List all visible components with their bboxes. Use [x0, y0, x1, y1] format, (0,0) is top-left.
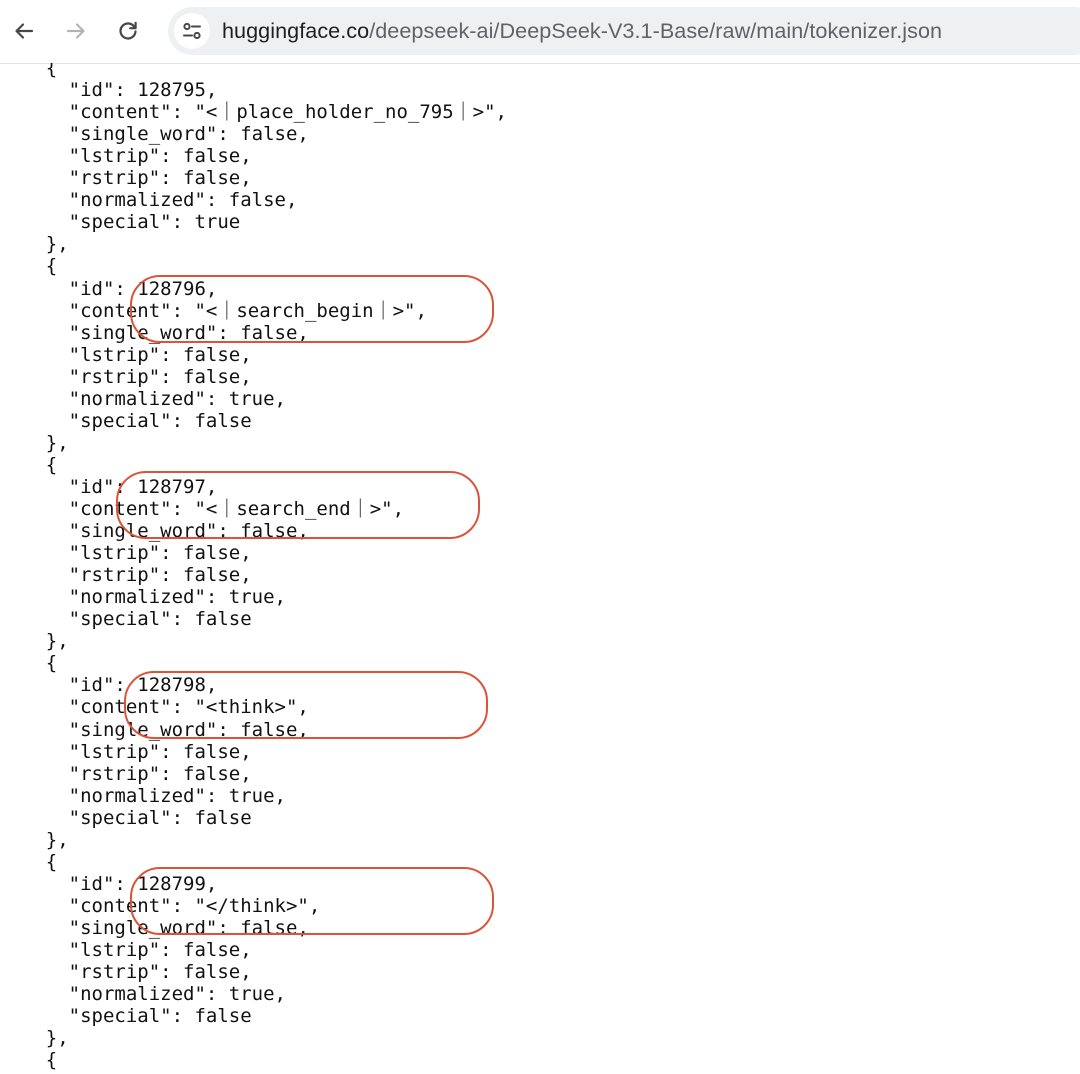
- json-line: "normalized": true,: [0, 387, 286, 410]
- json-line: "id": 128797,: [0, 475, 218, 498]
- json-line: "single_word": false,: [0, 321, 309, 344]
- json-line: {: [0, 63, 58, 79]
- json-line: "rstrip": false,: [0, 762, 252, 785]
- json-line: "content": "<｜search_begin｜>",: [0, 299, 427, 322]
- json-line: },: [0, 233, 69, 256]
- json-line: "single_word": false,: [0, 916, 309, 939]
- json-line: {: [0, 1049, 58, 1072]
- json-line: {: [0, 255, 58, 278]
- json-line: "lstrip": false,: [0, 939, 252, 961]
- reload-button[interactable]: [106, 9, 150, 53]
- json-line: "single_word": false,: [0, 718, 309, 741]
- json-line: "normalized": false,: [0, 189, 298, 212]
- arrow-left-icon: [15, 23, 34, 39]
- url-text[interactable]: huggingface.co/deepseek-ai/DeepSeek-V3.1…: [222, 7, 942, 55]
- json-line: "content": "<｜place_holder_no_795｜>",: [0, 101, 507, 124]
- json-line: "special": false: [0, 608, 252, 631]
- json-line: {: [0, 652, 58, 675]
- json-line: "id": 128798,: [0, 674, 218, 697]
- json-line: "content": "</think>",: [0, 894, 321, 917]
- json-line: "id": 128799,: [0, 872, 218, 895]
- address-bar[interactable]: huggingface.co/deepseek-ai/DeepSeek-V3.1…: [168, 7, 1080, 55]
- json-line: "normalized": true,: [0, 784, 286, 807]
- json-line: "lstrip": false,: [0, 145, 252, 168]
- json-line: "special": false: [0, 1005, 252, 1028]
- back-button[interactable]: [2, 9, 46, 53]
- json-line: "lstrip": false,: [0, 740, 252, 763]
- json-line: "special": true: [0, 211, 241, 234]
- json-line: "content": "<think>",: [0, 696, 309, 719]
- json-line: "content": "<｜search_end｜>",: [0, 498, 405, 520]
- json-line: "rstrip": false,: [0, 167, 252, 190]
- json-line: {: [0, 850, 58, 873]
- reload-icon: [119, 21, 137, 40]
- tune-icon: [183, 22, 201, 40]
- url-path: /deepseek-ai/DeepSeek-V3.1-Base/raw/main…: [369, 18, 943, 43]
- arrow-right-icon: [66, 23, 85, 39]
- json-line: "rstrip": false,: [0, 564, 252, 587]
- json-line: "normalized": true,: [0, 983, 286, 1006]
- json-line: "lstrip": false,: [0, 343, 252, 366]
- raw-json-view: { "id": 128795, "content": "<｜place_hold…: [0, 63, 1080, 1074]
- json-line: "id": 128795,: [0, 79, 218, 102]
- json-line: },: [0, 630, 69, 653]
- json-line: "special": false: [0, 409, 252, 432]
- json-line: "rstrip": false,: [0, 365, 252, 388]
- json-line: "id": 128796,: [0, 277, 218, 300]
- browser-toolbar: huggingface.co/deepseek-ai/DeepSeek-V3.1…: [0, 0, 1080, 64]
- json-line: "special": false: [0, 806, 252, 829]
- site-info-button[interactable]: [174, 13, 210, 49]
- url-host: huggingface.co: [222, 18, 370, 43]
- json-line: "lstrip": false,: [0, 542, 252, 565]
- json-line: "single_word": false,: [0, 520, 309, 543]
- json-line: },: [0, 431, 69, 454]
- json-line: },: [0, 1027, 69, 1050]
- json-line: "single_word": false,: [0, 123, 309, 146]
- json-line: "normalized": true,: [0, 586, 286, 609]
- json-line: },: [0, 828, 69, 851]
- forward-button[interactable]: [54, 9, 98, 53]
- json-line: {: [0, 453, 58, 476]
- json-line: "rstrip": false,: [0, 961, 252, 984]
